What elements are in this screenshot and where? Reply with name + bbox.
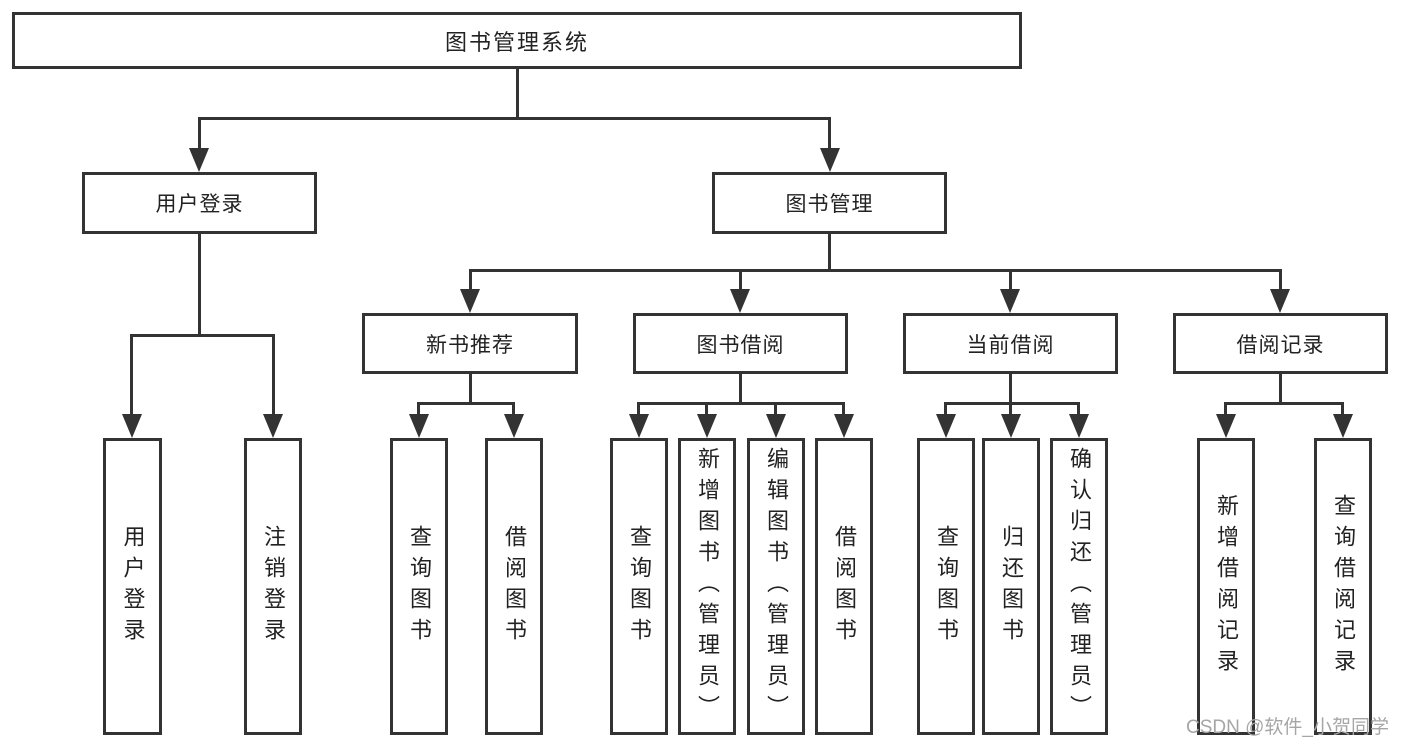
leaf-logout-login: 注销登录 xyxy=(244,438,302,735)
node-current-borrow: 当前借阅 xyxy=(903,313,1118,374)
connector-bb-bar xyxy=(637,402,845,405)
leaf-br-add-record: 新增借阅记录 xyxy=(1197,438,1255,735)
connector-current-borrow-stem xyxy=(1009,373,1012,405)
connector-br-bar xyxy=(1224,402,1344,405)
arrowhead-bb-add xyxy=(697,414,717,438)
node-new-book-recommend-label: 新书推荐 xyxy=(426,333,514,357)
connector-cb-bar xyxy=(944,402,1080,405)
leaf-nbr-borrow-books: 借阅图书 xyxy=(485,438,543,735)
leaf-nbr-query-books: 查询图书 xyxy=(390,438,448,735)
connector-current-borrow-drop xyxy=(1009,269,1012,293)
leaf-bb-query-books-label: 查询图书 xyxy=(627,524,652,649)
connector-leaf-user-login-drop xyxy=(130,334,133,416)
node-root: 图书管理系统 xyxy=(12,12,1022,69)
arrowhead-cb-return xyxy=(1001,414,1021,438)
arrowhead-book-borrow xyxy=(730,289,750,313)
connector-br-add-drop xyxy=(1224,402,1227,416)
arrowhead-br-query xyxy=(1333,414,1353,438)
leaf-bb-edit-books-admin-label: 编辑图书（管理员） xyxy=(764,447,789,726)
leaf-nbr-borrow-books-label: 借阅图书 xyxy=(502,524,527,649)
node-new-book-recommend: 新书推荐 xyxy=(362,313,578,374)
node-user-login-label: 用户登录 xyxy=(155,193,244,216)
node-book-borrow-label: 图书借阅 xyxy=(696,333,785,357)
connector-nbr-borrow-drop xyxy=(512,402,515,416)
arrowhead-cb-confirm xyxy=(1069,414,1089,438)
watermark: CSDN @软件_小贺同学 xyxy=(1186,717,1389,738)
arrowhead-leaf-user-login xyxy=(122,414,142,438)
arrowhead-br-add xyxy=(1216,414,1236,438)
leaf-bb-borrow-books-label: 借阅图书 xyxy=(832,524,857,649)
connector-new-book-drop xyxy=(469,269,472,293)
connector-book-management-drop xyxy=(828,117,831,150)
leaf-br-add-record-label: 新增借阅记录 xyxy=(1214,493,1239,680)
leaf-bb-add-books-admin-label: 新增图书（管理员） xyxy=(695,447,720,726)
arrowhead-nbr-query xyxy=(409,414,429,438)
arrowhead-book-management xyxy=(820,148,840,172)
connector-nbr-bar xyxy=(417,402,515,405)
connector-book-management-stem xyxy=(828,232,831,272)
connector-book-borrow-stem xyxy=(739,373,742,405)
arrowhead-cb-query xyxy=(936,414,956,438)
connector-level2-bar xyxy=(469,269,1282,272)
connector-borrow-records-stem xyxy=(1279,373,1282,405)
node-root-label: 图书管理系统 xyxy=(444,29,589,55)
connector-bb-query-drop xyxy=(637,402,640,416)
connector-borrow-records-drop xyxy=(1279,269,1282,293)
connector-root-stem xyxy=(516,68,519,120)
node-book-borrow: 图书借阅 xyxy=(633,313,848,374)
connector-br-query-drop xyxy=(1341,402,1344,416)
leaf-br-query-record: 查询借阅记录 xyxy=(1314,438,1372,735)
leaf-nbr-query-books-label: 查询图书 xyxy=(407,524,432,649)
connector-level1-bar xyxy=(198,117,831,120)
arrowhead-current-borrow xyxy=(1000,289,1020,313)
leaf-logout-login-label: 注销登录 xyxy=(261,524,286,649)
arrowhead-nbr-borrow xyxy=(504,414,524,438)
leaf-cb-confirm-return-admin: 确认归还（管理员） xyxy=(1050,438,1108,735)
node-borrow-records-label: 借阅记录 xyxy=(1236,333,1325,357)
connector-new-book-stem xyxy=(469,373,472,405)
leaf-cb-return-books: 归还图书 xyxy=(982,438,1040,735)
node-user-login: 用户登录 xyxy=(82,172,317,234)
arrowhead-bb-edit xyxy=(766,414,786,438)
connector-cb-query-drop xyxy=(944,402,947,416)
arrowhead-leaf-logout xyxy=(263,414,283,438)
connector-bb-edit-drop xyxy=(774,402,777,416)
connector-user-leaves-bar xyxy=(130,334,275,337)
connector-user-login-stem xyxy=(198,232,201,337)
leaf-bb-query-books: 查询图书 xyxy=(610,438,668,735)
connector-leaf-logout-drop xyxy=(272,334,275,416)
leaf-user-login: 用户登录 xyxy=(103,438,162,735)
connector-cb-confirm-drop xyxy=(1077,402,1080,416)
node-borrow-records: 借阅记录 xyxy=(1173,313,1388,374)
leaf-bb-edit-books-admin: 编辑图书（管理员） xyxy=(747,438,805,735)
node-book-management-label: 图书管理 xyxy=(785,193,874,216)
connector-book-borrow-drop xyxy=(739,269,742,293)
node-book-management: 图书管理 xyxy=(712,172,947,234)
leaf-cb-query-books: 查询图书 xyxy=(917,438,975,735)
leaf-bb-add-books-admin: 新增图书（管理员） xyxy=(678,438,736,735)
arrowhead-user-login xyxy=(189,148,209,172)
connector-user-login-drop xyxy=(198,117,201,150)
connector-cb-return-drop xyxy=(1009,402,1012,416)
connector-nbr-query-drop xyxy=(417,402,420,416)
arrowhead-bb-borrow xyxy=(834,414,854,438)
leaf-br-query-record-label: 查询借阅记录 xyxy=(1331,493,1356,680)
connector-bb-borrow-drop xyxy=(842,402,845,416)
arrowhead-new-book-recommend xyxy=(460,289,480,313)
leaf-cb-confirm-return-admin-label: 确认归还（管理员） xyxy=(1067,447,1092,726)
leaf-bb-borrow-books: 借阅图书 xyxy=(815,438,873,735)
arrowhead-borrow-records xyxy=(1270,289,1290,313)
leaf-cb-return-books-label: 归还图书 xyxy=(999,524,1024,649)
leaf-user-login-label: 用户登录 xyxy=(120,524,146,649)
leaf-cb-query-books-label: 查询图书 xyxy=(934,524,959,649)
node-current-borrow-label: 当前借阅 xyxy=(966,333,1055,357)
arrowhead-bb-query xyxy=(629,414,649,438)
connector-bb-add-drop xyxy=(705,402,708,416)
